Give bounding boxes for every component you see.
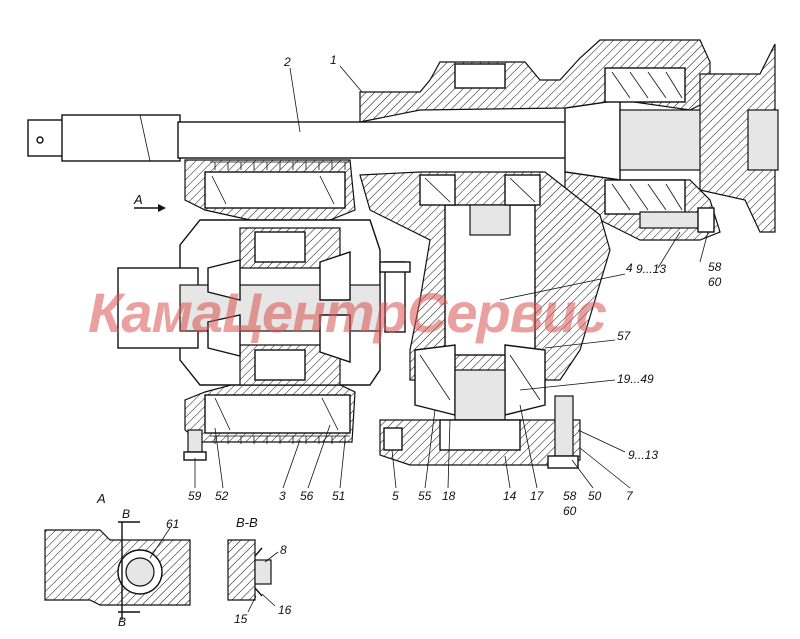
pinion-housing (359, 171, 611, 381)
callout-60-top: 60 (708, 275, 722, 289)
detail-bb-title: B-B (236, 515, 258, 530)
gear-teeth-lower (210, 435, 350, 444)
callout-7: 7 (626, 489, 634, 503)
callout-3: 3 (279, 489, 286, 503)
view-label-a: A (133, 192, 143, 207)
callout-15: 15 (234, 612, 248, 626)
callout-60-bottom: 60 (563, 504, 577, 518)
callout-61: 61 (166, 517, 179, 531)
callout-16: 16 (278, 603, 292, 617)
bolt-58-top (639, 207, 715, 233)
callout-19-49: 19...49 (617, 372, 654, 386)
callout-52: 52 (215, 489, 229, 503)
callout-58-bottom: 58 (563, 489, 577, 503)
top-right-bearing (604, 67, 686, 215)
detail-b-b (227, 539, 272, 601)
view-arrow-a (134, 204, 166, 212)
section-b-bottom: B (118, 615, 126, 629)
watermark-text: КамаЦентрСервис (88, 281, 607, 344)
callout-18: 18 (442, 489, 456, 503)
callout-51: 51 (332, 489, 345, 503)
section-b-top: B (122, 507, 130, 521)
callout-57: 57 (617, 329, 632, 343)
detail-a-title: A (96, 491, 106, 506)
watermark: КамаЦентрСервис (88, 281, 608, 344)
callout-1: 1 (330, 53, 337, 67)
callout-58-top: 58 (708, 260, 722, 274)
callout-59: 59 (188, 489, 202, 503)
callout-56: 56 (300, 489, 314, 503)
callout-17: 17 (530, 489, 545, 503)
gear-teeth-upper (210, 161, 350, 170)
callout-9-13-top: 9...13 (636, 262, 666, 276)
differential-bearings (204, 161, 351, 444)
callout-labels: A 2 1 4 57 19...49 9...13 58 60 9...13 5… (96, 53, 722, 629)
callout-14: 14 (503, 489, 517, 503)
detail-a (44, 521, 191, 620)
callout-5: 5 (392, 489, 399, 503)
callout-8: 8 (280, 543, 287, 557)
callout-4: 4 (626, 261, 633, 275)
leader-lines (149, 65, 709, 613)
callout-50: 50 (588, 489, 602, 503)
callout-55: 55 (418, 489, 432, 503)
callout-2: 2 (283, 55, 291, 69)
callout-9-13-bottom: 9...13 (628, 448, 658, 462)
